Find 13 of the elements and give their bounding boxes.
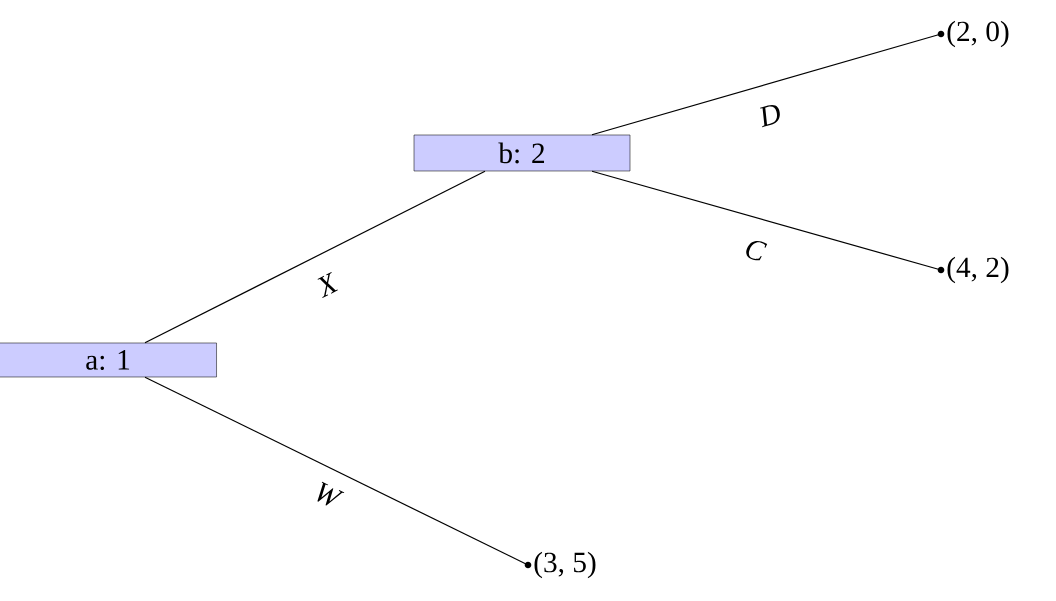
player-box: b: 2: [413, 134, 631, 172]
edge-label: W: [317, 481, 345, 506]
payoff-label: (3, 5): [534, 551, 596, 579]
branch-line: [144, 170, 486, 344]
edge-label: X: [317, 271, 338, 299]
edge-label: D: [760, 104, 780, 128]
branch-line: [144, 376, 529, 566]
payoff-label: (4, 2): [947, 256, 1009, 284]
branch-line: [591, 170, 942, 271]
branch-line: [591, 33, 942, 136]
edge-label: C: [746, 241, 768, 261]
payoff-label: (2, 0): [947, 20, 1009, 48]
player-box: a: 1: [0, 342, 217, 378]
